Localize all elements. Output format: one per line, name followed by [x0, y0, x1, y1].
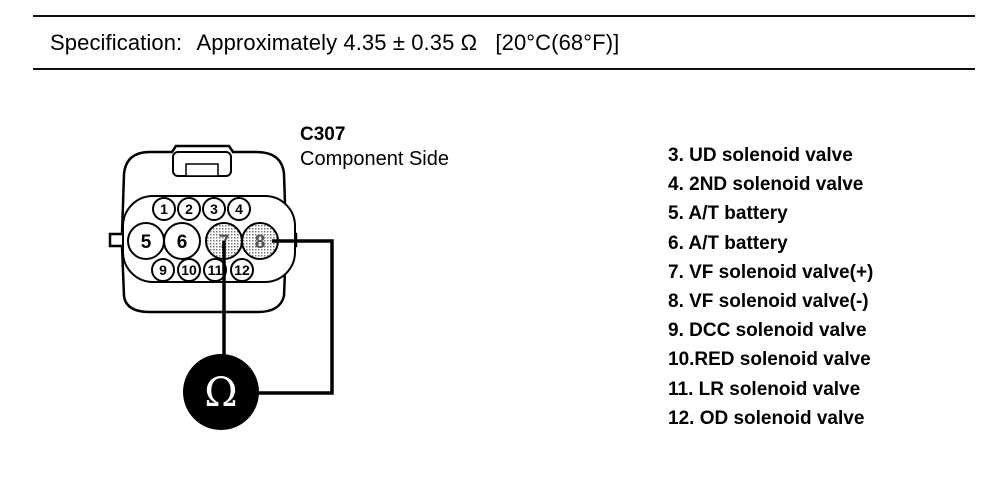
pin-3: [202, 197, 226, 221]
specification-line: Specification: Approximately 4.35 ± 0.35…: [50, 30, 619, 56]
spec-label: Specification:: [50, 30, 183, 55]
pin-12: [230, 258, 254, 282]
pin-2: [177, 197, 201, 221]
legend-item: 8. VF solenoid valve(-): [668, 291, 869, 313]
pin-9: [151, 258, 175, 282]
pin-label-12: 12: [234, 262, 250, 278]
pin-label-11: 11: [208, 262, 223, 278]
legend-item: 9. DCC solenoid valve: [668, 320, 867, 342]
spec-temperature: [20°C(68°F)]: [495, 30, 620, 55]
pin-11: [203, 258, 227, 282]
legend-item: 7. VF solenoid valve(+): [668, 261, 874, 283]
test-lead-pin8: [256, 239, 334, 395]
legend-item: 10.RED solenoid valve: [668, 349, 871, 371]
pin-label-2: 2: [185, 201, 193, 217]
pin-label-4: 4: [235, 201, 243, 217]
connector-side-label: Component Side: [300, 148, 449, 170]
pin-6: [163, 222, 201, 260]
pin-label-1: 1: [160, 201, 168, 217]
pin-label-3: 3: [210, 201, 218, 217]
pin-legend: 3. UD solenoid valve 4. 2ND solenoid valv…: [668, 141, 873, 433]
legend-item: 3. UD solenoid valve: [668, 145, 853, 166]
legend-item: 6. A/T battery: [668, 232, 788, 254]
pin-label-10: 10: [181, 262, 197, 278]
legend-item: 5. A/T battery: [668, 203, 788, 225]
spec-value: Approximately 4.35 ± 0.35 Ω: [196, 30, 478, 55]
legend-item: 12. OD solenoid valve: [668, 407, 865, 429]
pin-4: [227, 197, 251, 221]
pin-1: [152, 197, 176, 221]
pin-10: [177, 258, 201, 282]
bottom-rule: [33, 68, 975, 70]
ohmmeter-icon: [183, 354, 259, 430]
legend-item: 4. 2ND solenoid valve: [668, 174, 864, 196]
pin-label-8: 8: [255, 232, 266, 253]
ohmmeter-symbol: Ω: [204, 370, 237, 416]
pin-label-5: 5: [141, 232, 152, 253]
top-rule: [33, 15, 975, 17]
connector-id: C307: [300, 124, 346, 145]
legend-item: 11. LR solenoid valve: [668, 378, 861, 400]
pin-label-6: 6: [177, 232, 188, 253]
pin-label-9: 9: [159, 262, 167, 278]
